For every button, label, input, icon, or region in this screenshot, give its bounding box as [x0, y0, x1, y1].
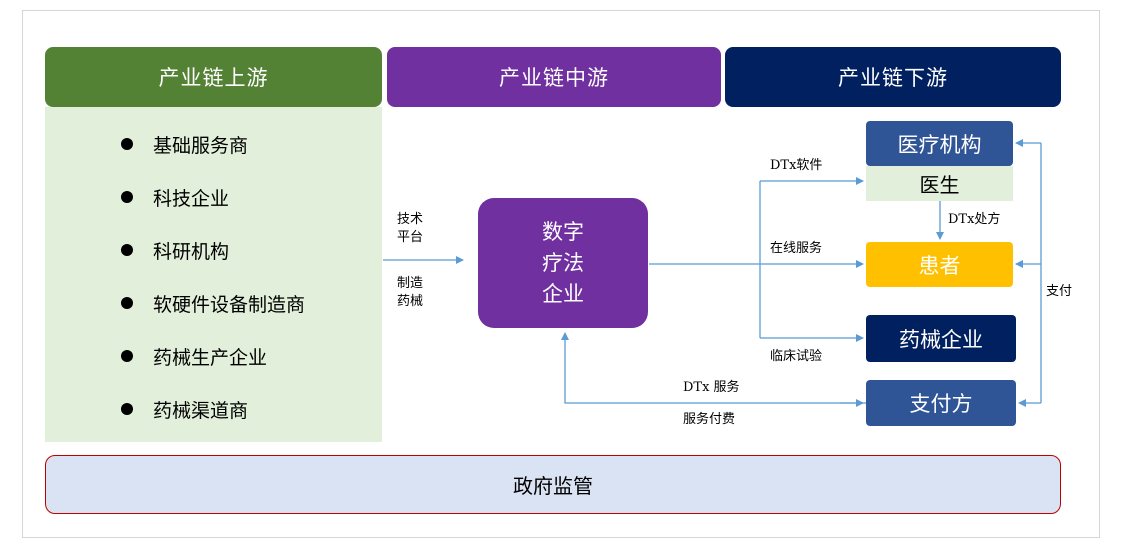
tech-platform-label: 技术: [397, 212, 424, 227]
manufacture-label: 制造: [397, 276, 424, 291]
patient-box: 患者: [866, 242, 1013, 287]
midstream-header: 产业链中游: [387, 47, 721, 107]
med-company-box: 药械企业: [866, 315, 1016, 362]
dtx-software-label: DTx软件: [770, 158, 823, 173]
bullet-icon: [121, 403, 133, 415]
service-fee-label: 服务付费: [683, 412, 736, 427]
upstream-item: 软硬件设备制造商: [45, 288, 305, 318]
upstream-item: 科研机构: [45, 235, 229, 265]
upstream-item: 药械渠道商: [45, 394, 248, 424]
dtx-prescription-label: DTx处方: [948, 212, 1001, 227]
dtx-service-label: DTx 服务: [683, 380, 740, 395]
bullet-icon: [121, 244, 133, 256]
service-fee-arrow: [561, 332, 866, 404]
upstream-header: 产业链上游: [45, 47, 382, 107]
bullet-icon: [121, 138, 133, 150]
upstream-item: 基础服务商: [45, 129, 248, 159]
hospital-box: 医疗机构: [866, 121, 1013, 166]
dtx-company-box: 数字 疗法 企业: [478, 198, 648, 328]
manufacture-label: 药械: [397, 294, 424, 309]
payment-label: 支付: [1046, 284, 1073, 299]
diagram-frame: [22, 10, 1100, 538]
bullet-icon: [121, 350, 133, 362]
bullet-icon: [121, 297, 133, 309]
upstream-item: 科技企业: [45, 182, 229, 212]
downstream-header: 产业链下游: [725, 47, 1061, 107]
online-service-label: 在线服务: [770, 241, 823, 256]
bullet-icon: [121, 191, 133, 203]
tech-platform-label: 平台: [397, 230, 424, 245]
upstream-item: 药械生产企业: [45, 341, 267, 371]
clinical-trial-label: 临床试验: [770, 349, 823, 364]
payer-box: 支付方: [866, 380, 1016, 426]
doctor-box: 医生: [866, 166, 1013, 201]
government-regulation-box: 政府监管: [45, 455, 1061, 514]
upstream-panel: 基础服务商 科技企业 科研机构 软硬件设备制造商 药械生产企业 药械渠道商: [45, 107, 382, 442]
